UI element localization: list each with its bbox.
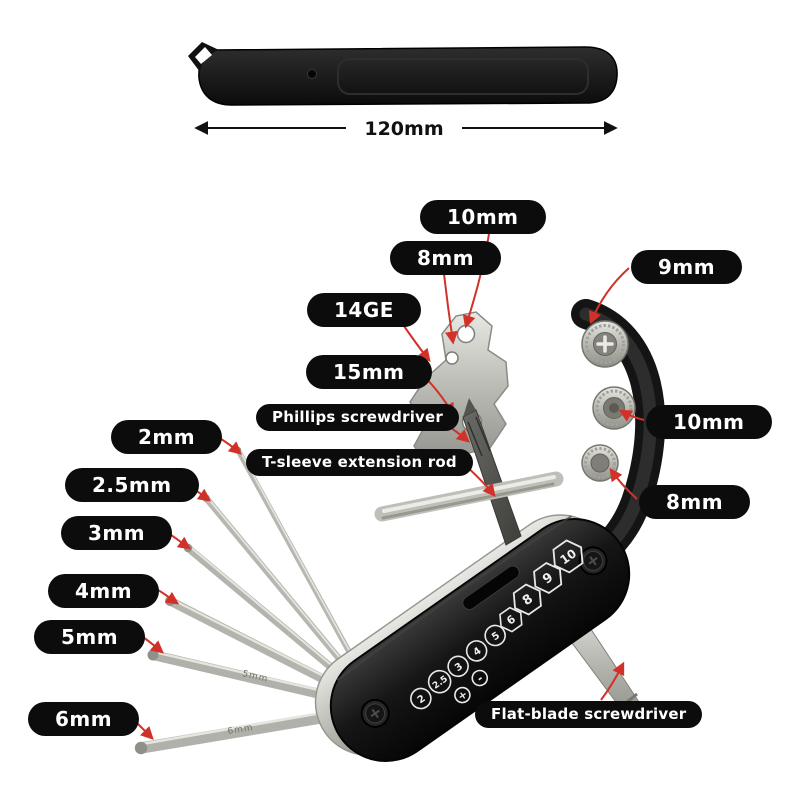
socket-9mm: [581, 320, 629, 368]
dimension-120mm: 120mm: [194, 118, 618, 140]
phillips-screwdriver: [462, 398, 522, 546]
pivot-screw-right: [578, 546, 608, 576]
arrow-top-8mm: [443, 273, 458, 345]
callout-right-8mm: 8mm: [639, 485, 751, 519]
pivot-screw-left: [360, 698, 390, 728]
arrow-9mm: [588, 267, 630, 325]
arrow-right-8mm: [609, 467, 638, 500]
plate-slot: [462, 565, 520, 610]
arrow-right-10mm: [618, 409, 645, 422]
spoke-hole-10mm: [456, 324, 476, 344]
callout-14ge: 14GE: [307, 293, 421, 327]
socket-10mm: [592, 386, 636, 430]
callout-15mm: 15mm: [306, 355, 432, 389]
callout-phillips: Phillips screwdriver: [256, 404, 459, 431]
callout-2mm: 2mm: [111, 420, 223, 454]
tire-lever-panel: [337, 58, 589, 95]
t-sleeve-extension-rod: [374, 471, 564, 522]
arrow-flat-blade: [600, 661, 625, 701]
callout-5mm: 5mm: [34, 620, 146, 654]
callout-right-9mm: 9mm: [631, 250, 743, 284]
callout-4mm: 4mm: [48, 574, 160, 608]
spoke-wrench: [409, 311, 509, 471]
tire-lever-hook-notch: [195, 47, 212, 64]
callout-flat-blade: Flat-blade screwdriver: [475, 701, 703, 728]
marking-minus: -: [474, 672, 485, 685]
tire-lever-hole: [307, 69, 317, 79]
arrow-4mm: [157, 589, 180, 605]
callout-3mm: 3mm: [61, 516, 173, 550]
callout-t-sleeve: T-sleeve extension rod: [246, 449, 473, 476]
callout-6mm: 6mm: [28, 702, 140, 736]
socket-8mm: [581, 444, 619, 482]
callout-top-8mm: 8mm: [390, 241, 502, 275]
dimension-value: 120mm: [364, 118, 443, 140]
phillips-tip: [463, 398, 476, 417]
tire-lever-body: [198, 46, 618, 106]
main-body-plate: 2 2.5 3 + - 4 5 6 8 9 10: [329, 515, 631, 762]
spoke-hole-8mm: [445, 351, 459, 365]
tire-lever: [188, 42, 618, 106]
etching-6mm: 6mm: [227, 723, 255, 737]
callout-top-10mm: 10mm: [420, 200, 546, 234]
arrow-14ge: [403, 325, 431, 363]
callout-right-10mm: 10mm: [646, 405, 772, 439]
callout-2-5mm: 2.5mm: [65, 468, 199, 502]
